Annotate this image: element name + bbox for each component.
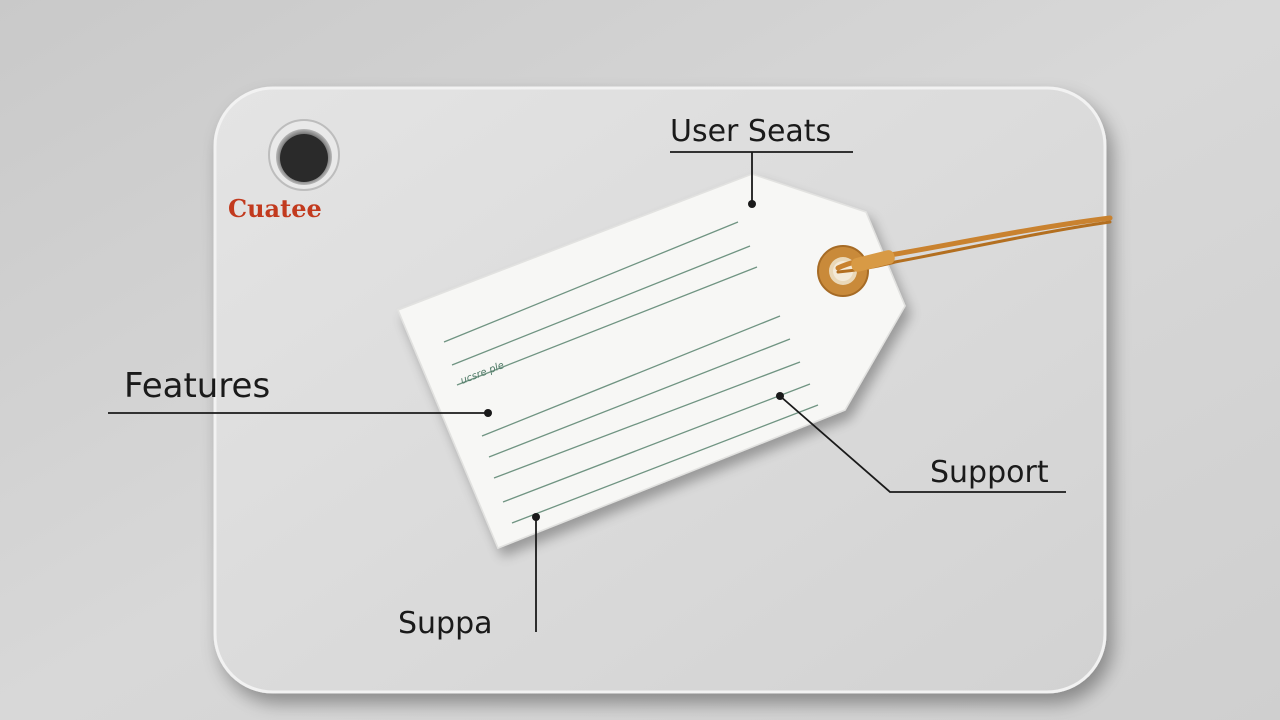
tag-writing-lines <box>443 221 819 524</box>
punch-hole-icon <box>268 119 340 191</box>
callout-dot-features <box>484 409 492 417</box>
callout-dot-user-seats <box>748 200 756 208</box>
callout-support: Support <box>930 455 1049 490</box>
callout-lines <box>108 151 1066 632</box>
callout-dots <box>484 200 784 521</box>
price-tag-icon: ucsre ple <box>397 173 906 549</box>
callout-suppa: Suppa <box>398 606 493 641</box>
string-icon <box>835 215 1113 274</box>
callout-features: Features <box>124 366 270 406</box>
callout-dot-suppa <box>532 513 540 521</box>
brand-wordmark: Cuatee <box>228 194 322 223</box>
callout-dot-support <box>776 392 784 400</box>
callout-user-seats: User Seats <box>670 114 831 149</box>
